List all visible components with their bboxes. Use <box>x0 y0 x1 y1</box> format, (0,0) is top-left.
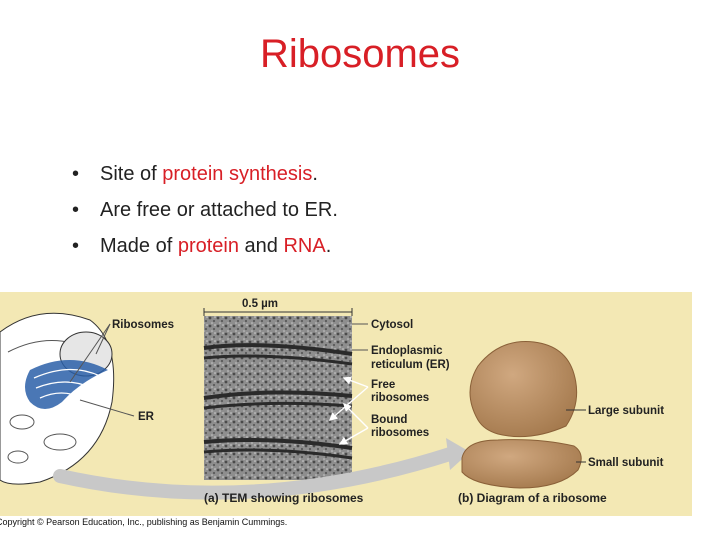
leader-line <box>79 399 135 417</box>
label-free-ribosomes: ribosomes <box>371 392 429 404</box>
highlight-text: protein <box>177 235 239 257</box>
er-shape <box>25 360 108 409</box>
caption-a: (a) TEM showing ribosomes <box>204 491 364 505</box>
flow-arrow <box>53 447 457 500</box>
label-reticulum: reticulum (ER) <box>371 359 450 371</box>
caption-b: (b) Diagram of a ribosome <box>458 491 607 505</box>
ribosome-figure: Ribosomes ER 0.5 µm Cytosol Endoplasmic … <box>0 292 692 516</box>
slide-title: Ribosomes <box>259 32 461 76</box>
label-free: Free <box>371 379 395 391</box>
label-bound-ribosomes: ribosomes <box>371 427 429 439</box>
label-cytosol: Cytosol <box>371 319 413 331</box>
bullet-text: . <box>312 163 318 185</box>
small-subunit-shape <box>461 439 582 489</box>
label-ribosomes: Ribosomes <box>112 319 174 331</box>
bullet-item: Site of protein synthesis. <box>72 156 338 192</box>
bullet-item: Made of protein and RNA. <box>72 228 338 264</box>
bullet-text: Are free or attached to ER. <box>100 199 338 221</box>
label-large-subunit: Large subunit <box>588 405 664 417</box>
leader-line <box>69 323 111 383</box>
copyright-notice: Copyright © Pearson Education, Inc., pub… <box>0 517 288 527</box>
large-subunit-shape <box>469 341 578 438</box>
scale-label: 0.5 µm <box>242 298 278 310</box>
bullet-text: Made of <box>100 235 178 257</box>
tem-micrograph <box>203 316 353 480</box>
bullet-text: and <box>238 235 284 257</box>
label-er: ER <box>138 411 155 423</box>
bullet-list: Site of protein synthesis. Are free or a… <box>72 156 338 264</box>
ribosome-diagram <box>461 341 582 489</box>
label-bound: Bound <box>371 414 407 426</box>
cell-drawing <box>0 312 115 485</box>
label-small-subunit: Small subunit <box>588 457 664 469</box>
flow-arrowhead <box>446 438 470 470</box>
label-endoplasmic: Endoplasmic <box>371 345 443 357</box>
leader-line <box>95 323 111 355</box>
highlight-text: RNA <box>283 235 326 257</box>
bullet-text: . <box>325 235 332 257</box>
bullet-item: Are free or attached to ER. <box>72 192 338 228</box>
figure-canvas: Ribosomes ER 0.5 µm Cytosol Endoplasmic … <box>0 298 664 505</box>
highlight-text: protein synthesis <box>162 163 313 185</box>
bullet-text: Site of <box>100 163 163 185</box>
